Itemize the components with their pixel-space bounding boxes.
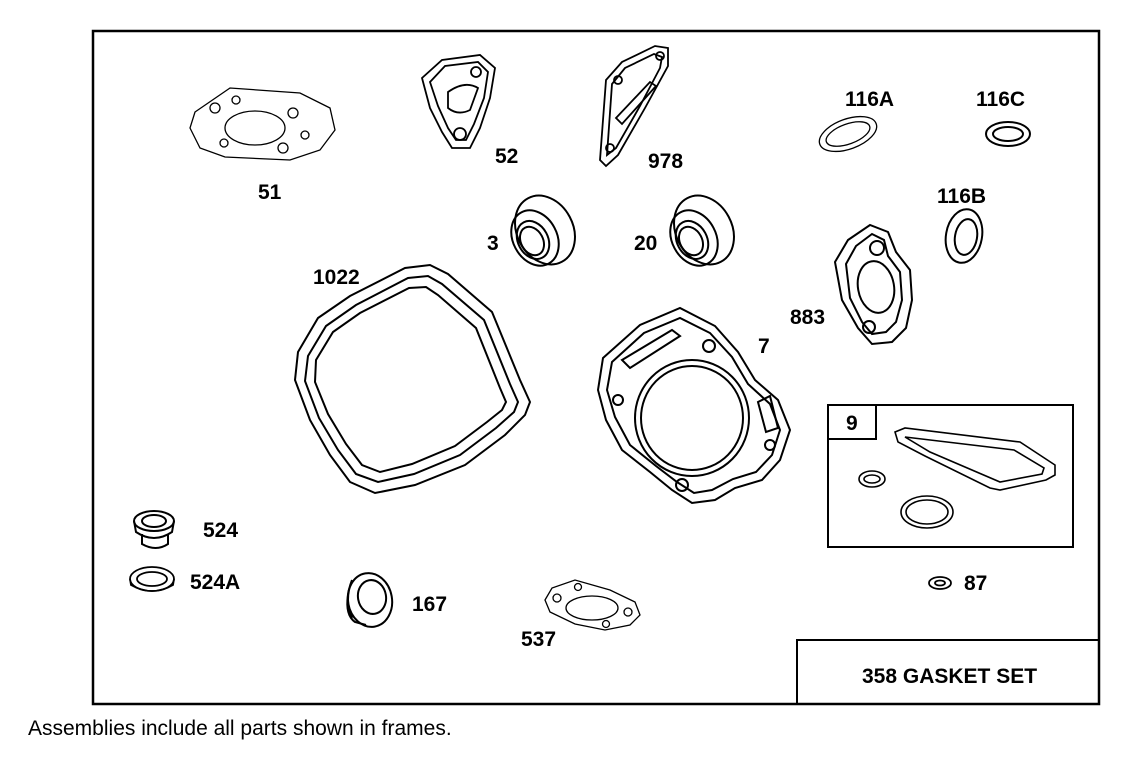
gasket-set-box: 358 GASKET SET bbox=[796, 639, 1100, 705]
part-116B-seal bbox=[944, 208, 984, 264]
label-7: 7 bbox=[758, 335, 770, 358]
label-116C: 116C bbox=[976, 88, 1025, 111]
part-524-grommet bbox=[133, 510, 175, 549]
label-116A: 116A bbox=[845, 88, 894, 111]
assembly-frame-9: 9 bbox=[827, 404, 1074, 548]
part-537-gasket bbox=[544, 579, 641, 631]
part-51-gasket bbox=[189, 87, 336, 161]
outer-frame bbox=[91, 29, 1101, 706]
label-1022: 1022 bbox=[313, 266, 360, 289]
label-3: 3 bbox=[487, 232, 499, 255]
part-3-oil-seal bbox=[510, 194, 576, 267]
assembly-number-9: 9 bbox=[846, 412, 858, 435]
label-20: 20 bbox=[634, 232, 657, 255]
part-52-gasket bbox=[420, 54, 496, 149]
label-51: 51 bbox=[258, 181, 282, 204]
part-883-gasket bbox=[833, 223, 914, 346]
label-883: 883 bbox=[790, 306, 825, 329]
label-167: 167 bbox=[412, 593, 447, 616]
label-524A: 524A bbox=[190, 571, 240, 594]
part-167-grommet bbox=[346, 572, 394, 628]
part-524A-seal bbox=[129, 566, 175, 592]
part-7-head-gasket bbox=[596, 306, 792, 505]
part-87-washer bbox=[928, 576, 952, 590]
label-537: 537 bbox=[521, 628, 556, 651]
part-116C-seal bbox=[985, 121, 1031, 147]
label-87: 87 bbox=[964, 572, 987, 595]
gasket-set-label: 358 GASKET SET bbox=[862, 665, 1037, 688]
part-978-gasket bbox=[599, 45, 669, 168]
assembly-9-parts bbox=[858, 427, 1056, 529]
part-20-oil-seal bbox=[669, 194, 735, 267]
part-116A-seal bbox=[818, 115, 878, 153]
label-524: 524 bbox=[203, 519, 238, 542]
part-1022-cover-gasket bbox=[293, 263, 532, 495]
label-52: 52 bbox=[495, 145, 518, 168]
label-978: 978 bbox=[648, 150, 683, 173]
assemblies-footnote: Assemblies include all parts shown in fr… bbox=[28, 717, 452, 740]
label-116B: 116B bbox=[937, 185, 986, 208]
